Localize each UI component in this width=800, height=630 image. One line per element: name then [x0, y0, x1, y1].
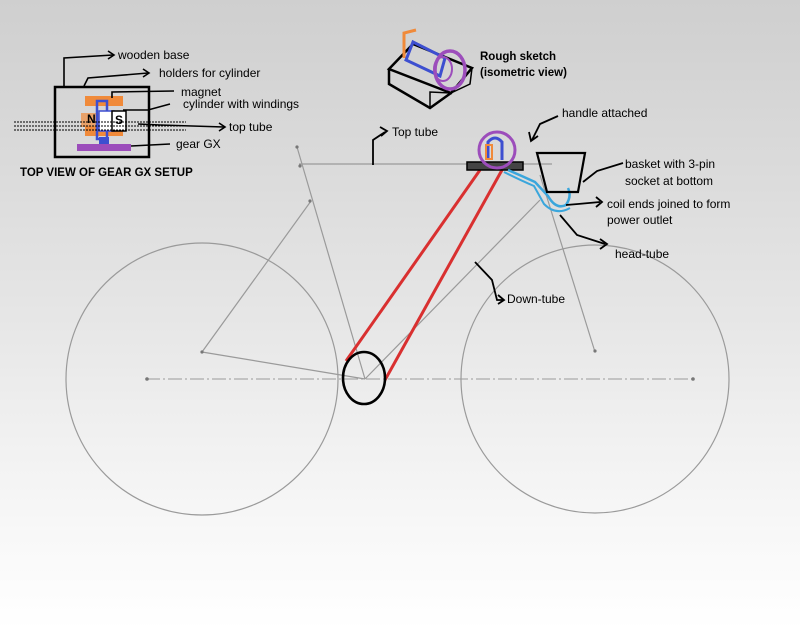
mount-plate [466, 161, 524, 171]
rough-sketch-label-2: (isometric view) [480, 67, 567, 79]
red-tubes [344, 169, 504, 381]
handle-coil [486, 136, 504, 160]
magnet-label: magnet [181, 85, 222, 99]
basket-label-1: basket with 3-pin [625, 157, 716, 171]
top-view-arrows [63, 50, 227, 147]
coil-wire [507, 168, 571, 208]
gear-gx [477, 130, 517, 170]
rear-wheel [65, 242, 339, 516]
basket-label-2: socket at bottom [625, 174, 714, 188]
handle-attached-label: handle attached [562, 106, 648, 120]
magnet-n-label: N [87, 112, 96, 126]
top-tube-small-label: top tube [229, 120, 273, 134]
wooden-base-label: wooden base [118, 48, 190, 62]
isometric-sketch [386, 28, 475, 110]
rough-sketch-label-1: Rough sketch [480, 51, 557, 63]
magnet-s-label: S [115, 113, 124, 127]
holders-label: holders for cylinder [159, 66, 261, 80]
bottom-bracket [341, 350, 387, 406]
gear-gx-label: gear GX [176, 137, 221, 151]
coil-ends-label-1: coil ends joined to form [607, 197, 731, 211]
top-view-diagram [14, 85, 186, 159]
cylinder-label: cylinder with windings [183, 97, 300, 111]
coil-ends-label-2: power outlet [607, 213, 673, 227]
basket [535, 151, 587, 194]
top-tube-label: Top tube [392, 125, 439, 139]
annotation-arrows [372, 115, 624, 305]
top-view-title: TOP VIEW OF GEAR GX SETUP [20, 167, 193, 179]
down-tube-label: Down-tube [507, 292, 566, 306]
head-tube-label: head-tube [615, 247, 670, 261]
